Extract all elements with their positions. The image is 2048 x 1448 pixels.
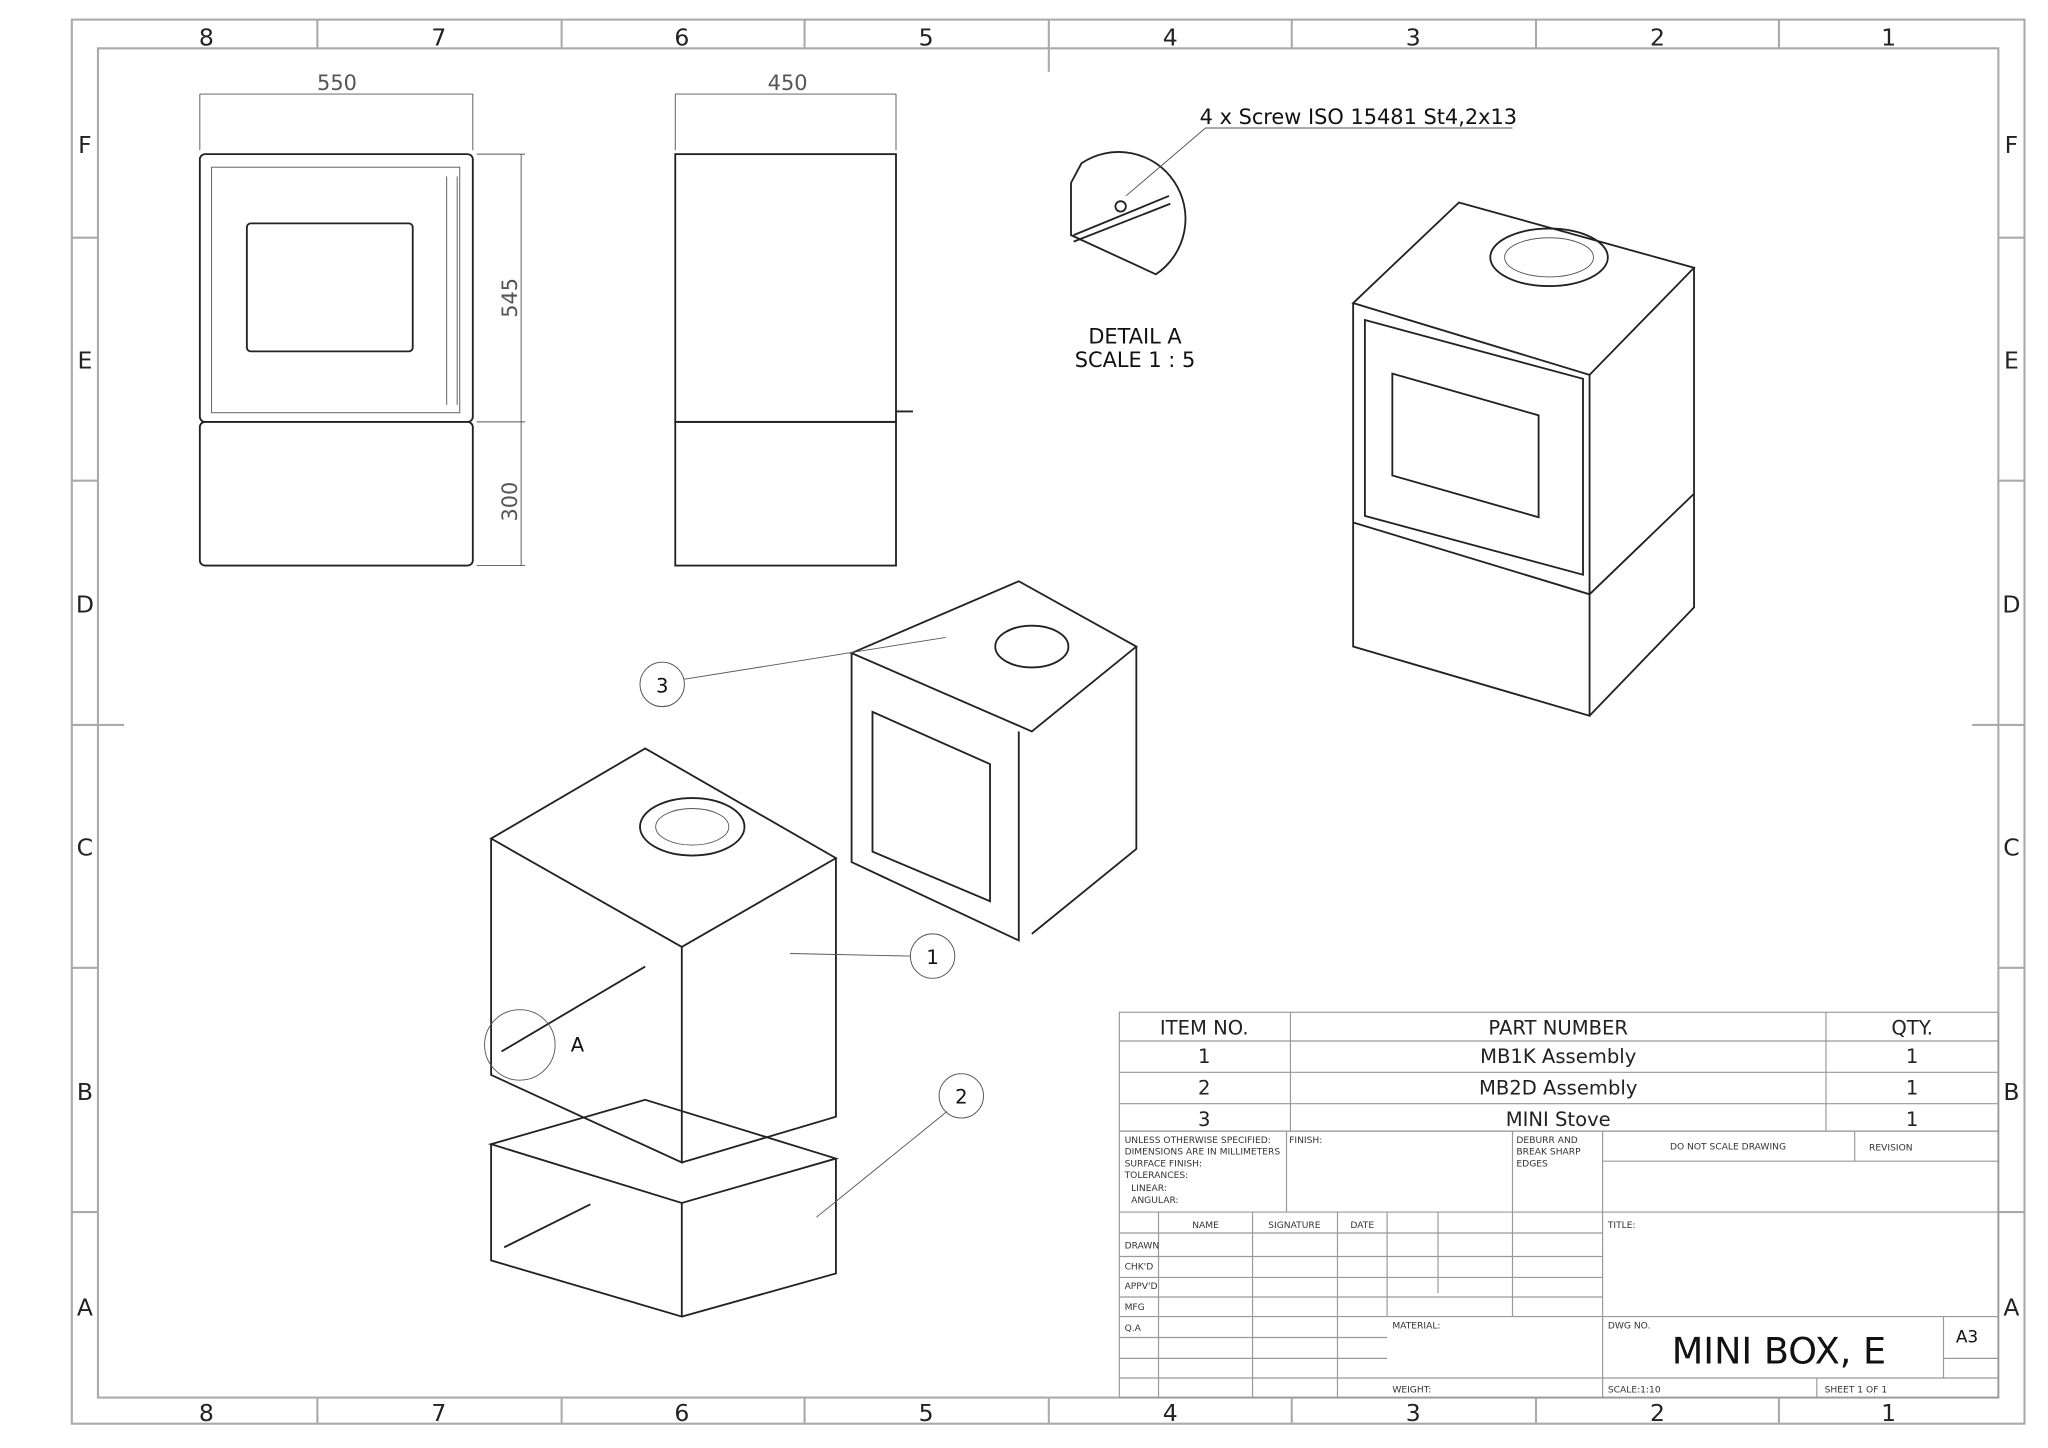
bom-row-3-item: 3 [1198,1108,1210,1131]
zone-col-6-bottom: 6 [674,1399,689,1427]
balloon-3: 3 [656,674,668,697]
box-item-2-view [487,1098,840,1318]
zone-col-1-bottom: 1 [1881,1399,1896,1427]
zone-row-e-right: E [2004,346,2019,374]
bom-row-1-qty: 1 [1906,1045,1918,1068]
bom-table: ITEM NO. PART NUMBER QTY. 1 MB1K Assembl… [1118,1011,1999,1132]
zone-row-d-right: D [2002,591,2020,619]
zone-col-8: 8 [199,24,214,52]
dim-width-side: 450 [768,71,808,95]
zone-ticks [71,19,2025,1424]
role-qa: Q.A [1125,1324,1142,1334]
zone-row-f: F [78,131,92,159]
zone-row-d: D [76,591,94,619]
stove-isometric-view [849,580,1138,942]
zone-col-8-bottom: 8 [199,1399,214,1427]
bom-row-1-part: MB1K Assembly [1480,1045,1636,1068]
sheet-label: SHEET 1 OF 1 [1825,1385,1888,1395]
note-1: UNLESS OTHERWISE SPECIFIED: [1125,1136,1271,1146]
deburr-3: EDGES [1516,1159,1548,1169]
col-date: DATE [1350,1221,1374,1231]
zone-col-1: 1 [1881,24,1896,52]
detail-callout-text: 4 x Screw ISO 15481 St4,2x13 [1200,105,1517,129]
role-approved: APPV'D [1125,1282,1158,1292]
title-label: TITLE: [1607,1221,1636,1231]
note-5: LINEAR: [1131,1184,1167,1194]
zone-col-3-bottom: 3 [1406,1399,1421,1427]
role-drawn: DRAWN [1125,1242,1160,1252]
note-3: SURFACE FINISH: [1125,1159,1203,1169]
zone-col-2: 2 [1650,24,1665,52]
outer-border [70,18,2026,1425]
bom-header-qty: QTY. [1891,1016,1933,1039]
bom-row-2-item: 2 [1198,1077,1210,1100]
zone-col-7: 7 [431,24,446,52]
zone-col-2-bottom: 2 [1650,1399,1665,1427]
zone-row-b-right: B [2003,1078,2019,1106]
col-name: NAME [1192,1221,1219,1231]
front-view: 550 545 300 [198,71,526,567]
bom-row-3-part: MINI Stove [1506,1108,1611,1131]
detail-scale: SCALE 1 : 5 [1075,348,1195,372]
zone-labels: 8 7 6 5 4 3 2 1 8 7 6 5 4 3 2 1 F E D C … [76,24,2021,1427]
dim-width-front: 550 [317,71,357,95]
role-mfg: MFG [1125,1303,1145,1313]
bom-row-1-item: 1 [1198,1045,1210,1068]
zone-row-b: B [77,1078,93,1106]
zone-row-c-right: C [2003,834,2019,862]
zone-col-5-bottom: 5 [919,1399,934,1427]
sheet-size: A3 [1956,1328,1978,1348]
zone-row-f-right: F [2005,131,2019,159]
zone-row-e: E [77,346,92,374]
balloons: 3 1 2 [639,636,984,1218]
zone-col-4-bottom: 4 [1163,1399,1178,1427]
box-item-1-view: A [484,747,838,1164]
zone-col-5: 5 [919,24,934,52]
bom-header-item: ITEM NO. [1160,1016,1249,1039]
dwg-no-label: DWG NO. [1608,1321,1651,1331]
material-label: MATERIAL: [1392,1321,1440,1331]
bom-row-3-qty: 1 [1906,1108,1918,1131]
zone-row-c: C [77,834,93,862]
deburr-2: BREAK SHARP [1516,1148,1581,1158]
zone-col-4: 4 [1163,24,1178,52]
revision-label: REVISION [1869,1144,1913,1154]
balloon-1: 1 [926,946,938,969]
scale-label: SCALE:1:10 [1608,1385,1661,1395]
dim-height-lower: 300 [498,482,522,522]
deburr-1: DEBURR AND [1516,1136,1577,1146]
side-view: 450 [674,71,913,567]
detail-marker: A [571,1033,585,1056]
zone-col-6: 6 [674,24,689,52]
zone-row-a: A [77,1293,93,1321]
detail-a-view: 4 x Screw ISO 15481 St4,2x13 DETAIL A SC… [1070,105,1517,372]
bom-header-part: PART NUMBER [1488,1016,1628,1039]
inner-border [96,47,2000,1399]
zone-row-a-right: A [2003,1293,2019,1321]
dim-height-upper: 545 [498,278,522,318]
do-not-scale-label: DO NOT SCALE DRAWING [1670,1142,1786,1152]
assembled-isometric-view [1351,201,1696,717]
title-block: UNLESS OTHERWISE SPECIFIED: DIMENSIONS A… [1118,1130,1999,1399]
role-checked: CHK'D [1125,1263,1154,1273]
zone-col-3: 3 [1406,24,1421,52]
drawing-number: MINI BOX, E [1672,1330,1886,1373]
col-signature: SIGNATURE [1268,1221,1321,1231]
bom-row-2-qty: 1 [1906,1077,1918,1100]
weight-label: WEIGHT: [1392,1385,1431,1395]
note-2: DIMENSIONS ARE IN MILLIMETERS [1125,1148,1281,1158]
balloon-2: 2 [955,1086,967,1109]
zone-col-7-bottom: 7 [431,1399,446,1427]
bom-row-2-part: MB2D Assembly [1479,1077,1637,1100]
note-4: TOLERANCES: [1124,1171,1189,1181]
detail-title: DETAIL A [1088,325,1182,349]
note-6: ANGULAR: [1131,1196,1179,1206]
finish-label: FINISH: [1289,1136,1322,1146]
